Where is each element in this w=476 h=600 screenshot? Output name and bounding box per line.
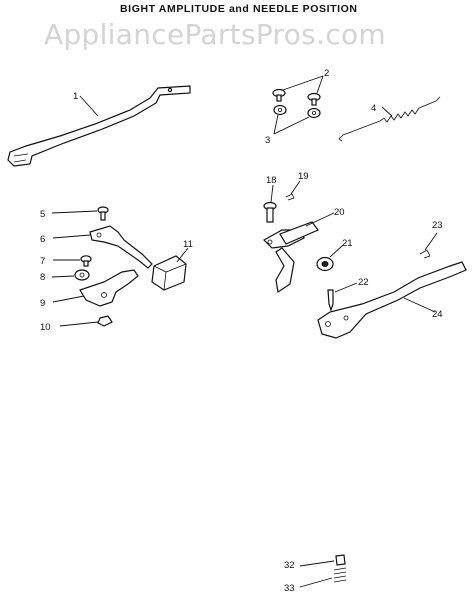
callout-9: 9 [40,298,45,309]
callout-3: 3 [265,135,270,146]
part-8-washer [51,269,90,281]
callout-8: 8 [40,272,45,283]
part-11-block [151,247,189,291]
part-3-washers [273,104,321,135]
callout-2: 2 [324,68,329,79]
part-6-bracket [52,225,153,269]
part-33-spring [299,567,347,588]
part-5-screw [51,206,109,221]
callout-4: 4 [371,103,376,114]
part-22-pin [327,282,358,312]
part-18-screw [263,184,277,223]
callout-33: 33 [284,583,295,594]
callout-22: 22 [358,277,369,288]
callout-24: 24 [432,309,443,320]
callout-32: 32 [284,560,295,571]
callout-21: 21 [342,238,353,249]
part-19-clip [285,180,301,201]
part-10-nut [59,315,113,327]
part-1-lever [7,85,191,167]
part-32-cap [299,554,346,567]
callout-20: 20 [334,207,345,218]
part-24-arm [317,261,467,339]
callout-5: 5 [40,209,45,220]
callout-1: 1 [73,91,78,102]
callout-23: 23 [432,220,443,231]
part-20-bracket [263,212,335,294]
callout-18: 18 [266,175,277,186]
watermark-text: AppliancePartsPros.com [44,18,386,51]
callout-6: 6 [40,234,45,245]
part-2-screws [272,75,324,106]
callout-7: 7 [40,256,45,267]
callout-11: 11 [183,239,193,250]
part-4-spring-rod [338,96,441,142]
part-9-plate [52,269,139,307]
callout-labels: 1 2 3 4 5 6 7 8 9 10 11 18 19 20 21 22 2… [40,68,443,594]
diagram-title: BIGHT AMPLITUDE and NEEDLE POSITION [120,3,358,15]
callout-19: 19 [298,171,309,182]
part-23-clip [419,232,438,259]
callout-10: 10 [40,322,51,333]
part-7-screw [53,255,92,267]
part-21-knob [316,244,344,272]
